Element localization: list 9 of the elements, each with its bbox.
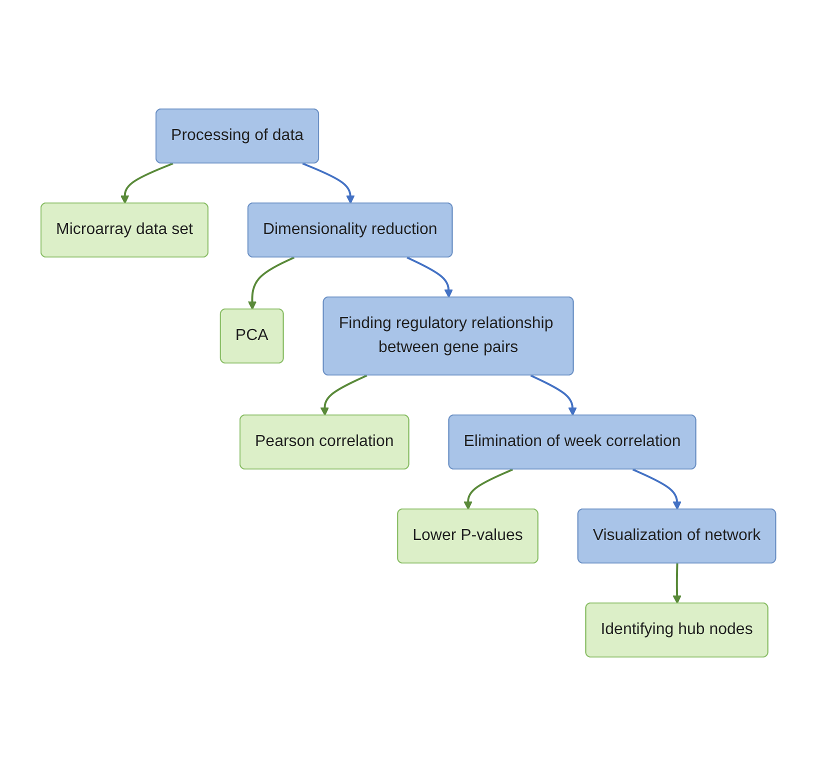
arrow xyxy=(632,468,682,510)
arrow xyxy=(406,256,453,298)
arrow xyxy=(530,374,577,416)
arrow xyxy=(672,563,682,604)
arrow xyxy=(320,374,367,416)
arrow xyxy=(248,256,294,310)
arrow xyxy=(302,162,354,204)
arrow xyxy=(120,162,173,204)
arrow xyxy=(463,468,513,510)
